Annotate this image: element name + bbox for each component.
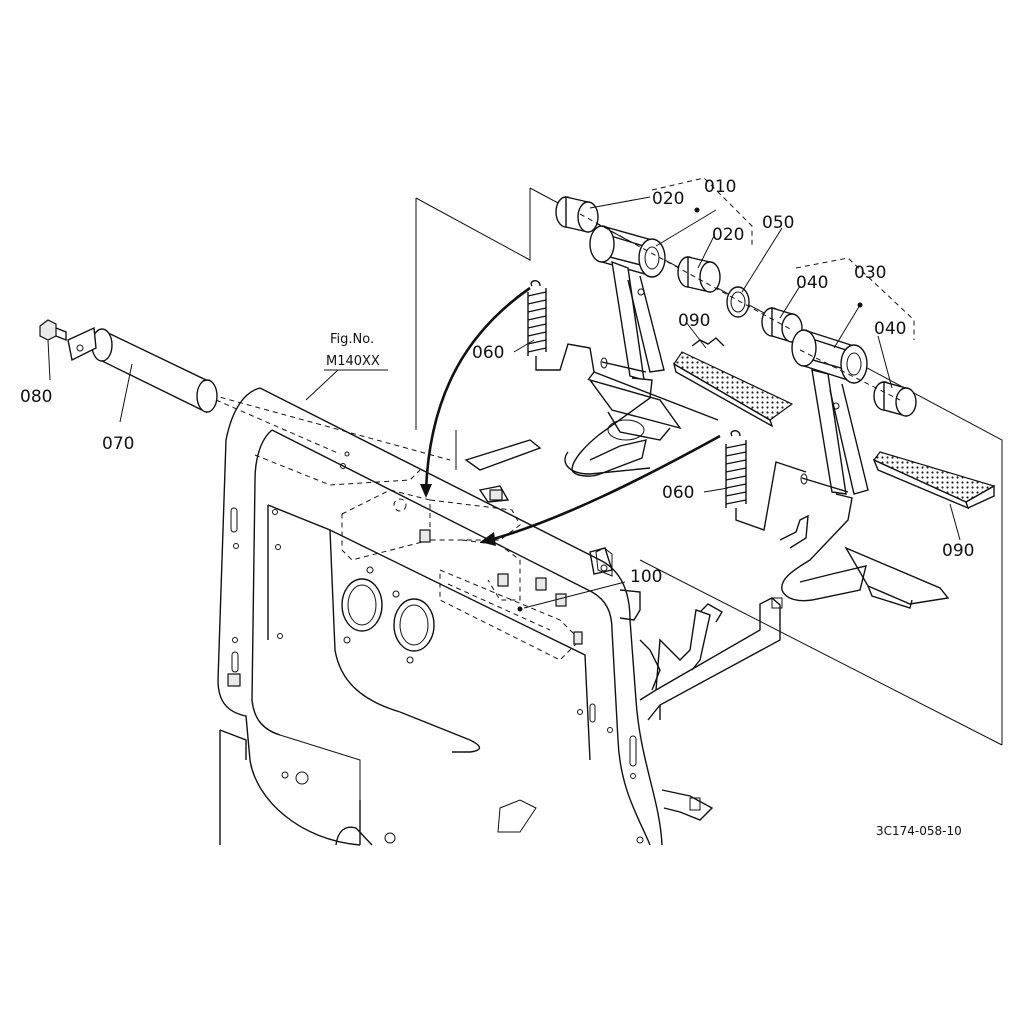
- part-label-020-a: 020: [652, 189, 684, 209]
- part-label-010: 010: [704, 177, 736, 197]
- bolt-080: [39, 319, 67, 342]
- hidden-bracket: [211, 394, 583, 661]
- fig-no-code: M140XX: [326, 354, 380, 369]
- spring-060-upper: [527, 280, 719, 421]
- cross-shaft-070: [67, 326, 218, 414]
- part-label-040-a: 040: [796, 273, 828, 293]
- bushings-upper: [555, 196, 803, 343]
- pedal-support-frame: [464, 439, 783, 821]
- front-panel: [217, 387, 663, 846]
- bushing-040-right: [873, 381, 917, 417]
- kit-bracket-030: [795, 257, 915, 340]
- pedal-010: [564, 225, 682, 477]
- part-label-060-upper: 060: [472, 343, 504, 363]
- pedal-axis-lower: [799, 349, 901, 401]
- part-label-080: 080: [20, 387, 52, 407]
- part-label-050: 050: [762, 213, 794, 233]
- part-label-090-lower: 090: [942, 541, 974, 561]
- arrowhead-lower: [480, 532, 496, 546]
- fig-no-label: Fig.No.: [330, 332, 374, 347]
- pedal-030: [779, 329, 950, 609]
- part-label-040-b: 040: [874, 319, 906, 339]
- spring-hook-arrow-lower: [489, 434, 721, 542]
- part-label-070: 070: [102, 434, 134, 454]
- leader-lines: [47, 196, 961, 612]
- spring-hook-arrow-upper: [424, 286, 531, 491]
- shaft-axis-line: [215, 399, 341, 455]
- drawing-code: 3C174-058-10: [876, 824, 962, 838]
- pedal-axis-upper: [579, 213, 793, 331]
- part-label-020-b: 020: [712, 225, 744, 245]
- pedal-pad-090-upper: [672, 337, 794, 428]
- part-label-030: 030: [854, 263, 886, 283]
- part-label-090-upper: 090: [678, 311, 710, 331]
- arrowhead-upper: [420, 484, 432, 498]
- pedal-pad-090-lower: [872, 451, 996, 510]
- part-label-060-lower: 060: [662, 483, 694, 503]
- spring-060-lower: [725, 430, 807, 531]
- part-label-100: 100: [630, 567, 662, 587]
